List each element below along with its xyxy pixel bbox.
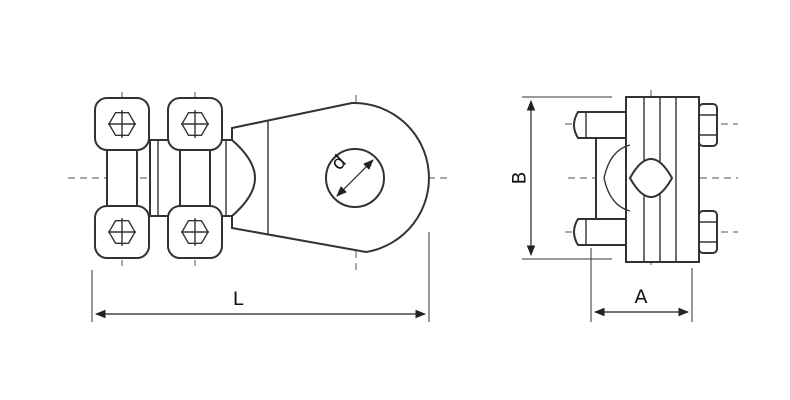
height-label: B <box>509 171 531 184</box>
width-label: A <box>635 286 648 308</box>
bolt-head-bottom-left <box>94 205 150 259</box>
bolt-head-top-right <box>167 97 223 151</box>
nut-lower <box>698 210 718 254</box>
clamp-bar-2 <box>179 149 211 207</box>
barrel-cradle <box>603 144 631 212</box>
cable-hole <box>628 158 674 198</box>
side-view: B A <box>509 90 738 322</box>
bolt-head-bottom-right <box>167 205 223 259</box>
clamp-side-plate <box>595 137 629 220</box>
bolt-head-top-left <box>94 97 150 151</box>
nut-upper <box>698 103 718 147</box>
front-view: d L <box>68 92 448 322</box>
bolt-shank-upper <box>573 111 629 139</box>
clamp-bar-1 <box>106 149 138 207</box>
diameter-dimension-line <box>336 159 374 197</box>
length-label: L <box>233 288 244 310</box>
bolt-shank-lower <box>573 218 629 246</box>
